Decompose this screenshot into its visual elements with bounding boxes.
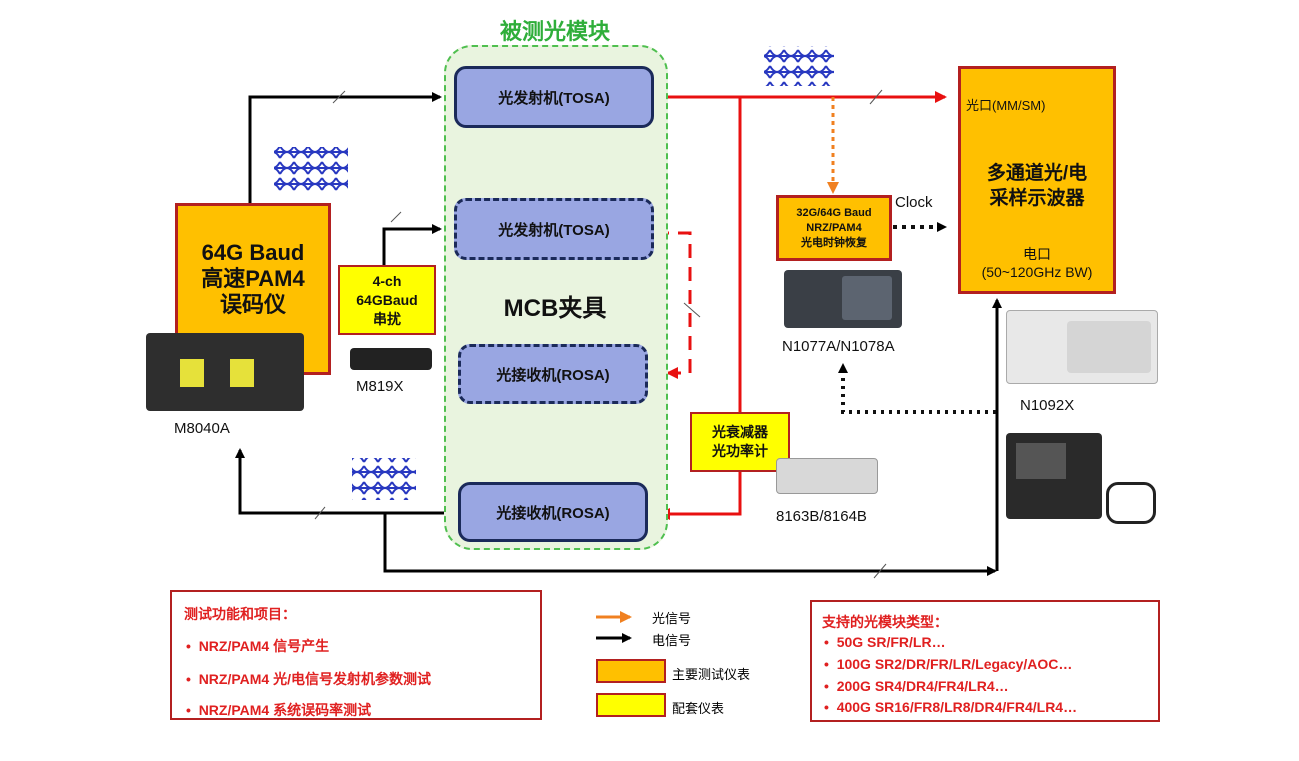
legend-aux-label: 配套仪表 [672,701,725,716]
legend-main-swatch [596,659,666,683]
test-items-title: 测试功能和项目： [184,606,296,622]
module-type-text: 200G SR4/DR4/FR4/LR4… [836,678,1009,694]
eye-diagram-icon [274,147,348,191]
rosa-to-bert-line [235,448,458,515]
cdr-line1: 32G/64G Baud [796,207,872,219]
legend-optical-label: 光信号 [652,611,692,626]
crosstalk-line2: 64GBaud [356,292,418,308]
test-item-text: NRZ/PAM4 系统误码率测试 [198,702,372,718]
clock-label: Clock [895,194,933,211]
cdr-line2: NRZ/PAM4 [806,222,862,234]
cdr-box: 32G/64G Baud NRZ/PAM4 光电时钟恢复 [776,195,892,261]
tosa-module-2: 光发射机(TOSA) [454,198,654,260]
module-type-text: 400G SR16/FR8/LR8/DR4/FR4/LR4… [836,699,1078,715]
scope-module-icon [1006,310,1158,384]
crosstalk-to-tosa2-line [382,224,442,265]
scope-optical-port: 光口(MM/SM) [966,98,1046,113]
legend-aux-swatch [596,693,666,717]
tosa-module-1: 光发射机(TOSA) [454,66,654,128]
crosstalk-instrument-icon [350,348,432,370]
attenuator-line2: 光功率计 [712,443,768,459]
rosa-module-1: 光接收机(ROSA) [458,344,648,404]
module-type-text: 50G SR/FR/LR… [836,634,946,650]
module-type: • 200G SR4/DR4/FR4/LR4… [824,678,1009,694]
bert-line1: 64G Baud [201,240,305,265]
scope-mainframe-icon [1006,433,1102,519]
bert-line3: 误码仪 [219,292,286,317]
test-item: • NRZ/PAM4 光/电信号发射机参数测试 [186,671,431,687]
n1092x-to-cdr-dotted [838,363,996,414]
scope-line1: 多通道光/电 [986,163,1088,184]
module-type-text: 100G SR2/DR/FR/LR/Legacy/AOC… [836,656,1073,672]
test-item-text: NRZ/PAM4 信号产生 [198,638,330,654]
bert-model: M8040A [174,420,230,437]
crosstalk-line3: 串扰 [373,311,401,327]
test-item: • NRZ/PAM4 信号产生 [186,638,330,654]
legend-main-label: 主要测试仪表 [672,667,751,682]
scope-electrical-port: 电口 [1023,246,1051,262]
legend-electrical-label: 电信号 [652,633,692,648]
mcb-fixture-label: MCB夹具 [503,295,607,322]
cdr-instrument-icon [784,270,902,328]
attenuator-model: 8163B/8164B [776,508,867,525]
attenuator-instrument-icon [776,458,878,494]
tosa2-to-rosa1-dashed [655,231,692,379]
dut-region [444,45,668,550]
module-types-box: 支持的光模块类型： • 50G SR/FR/LR… • 100G SR2/DR/… [810,600,1160,722]
crosstalk-box: 4-ch 64GBaud 串扰 [338,265,436,335]
module-type: • 50G SR/FR/LR… [824,634,946,650]
test-items-box: 测试功能和项目： • NRZ/PAM4 信号产生 • NRZ/PAM4 光/电信… [170,590,542,720]
test-item-text: NRZ/PAM4 光/电信号发射机参数测试 [198,671,431,687]
crosstalk-line1: 4-ch [372,273,402,289]
optical-loopback-line [658,97,742,520]
crosstalk-model: M819X [356,378,404,395]
scope-model: N1092X [1020,397,1075,414]
test-item: • NRZ/PAM4 系统误码率测试 [186,702,372,718]
scope-box: 光口(MM/SM) 多通道光/电 采样示波器 电口 (50~120GHz BW) [958,66,1116,294]
attenuator-box: 光衰减器 光功率计 [690,412,790,472]
bert-instrument-icon [146,333,304,411]
eye-diagram-icon [352,458,416,500]
dut-title: 被测光模块 [499,19,610,44]
scope-line2: 采样示波器 [989,188,1085,209]
cdr-line3: 光电时钟恢复 [801,237,867,249]
module-types-title: 支持的光模块类型： [822,614,948,630]
rosa-to-scope-line [383,513,997,576]
bert-to-tosa1-line [248,92,442,205]
eye-diagram-icon [764,46,834,86]
cable-icon [1106,482,1156,524]
module-type: • 100G SR2/DR/FR/LR/Legacy/AOC… [824,656,1073,672]
cdr-model: N1077A/N1078A [782,338,895,355]
module-type: • 400G SR16/FR8/LR8/DR4/FR4/LR4… [824,699,1078,715]
attenuator-line1: 光衰减器 [712,424,768,440]
rosa-module-2: 光接收机(ROSA) [458,482,648,542]
scope-bandwidth: (50~120GHz BW) [981,264,1093,280]
bert-line2: 高速PAM4 [201,266,305,291]
